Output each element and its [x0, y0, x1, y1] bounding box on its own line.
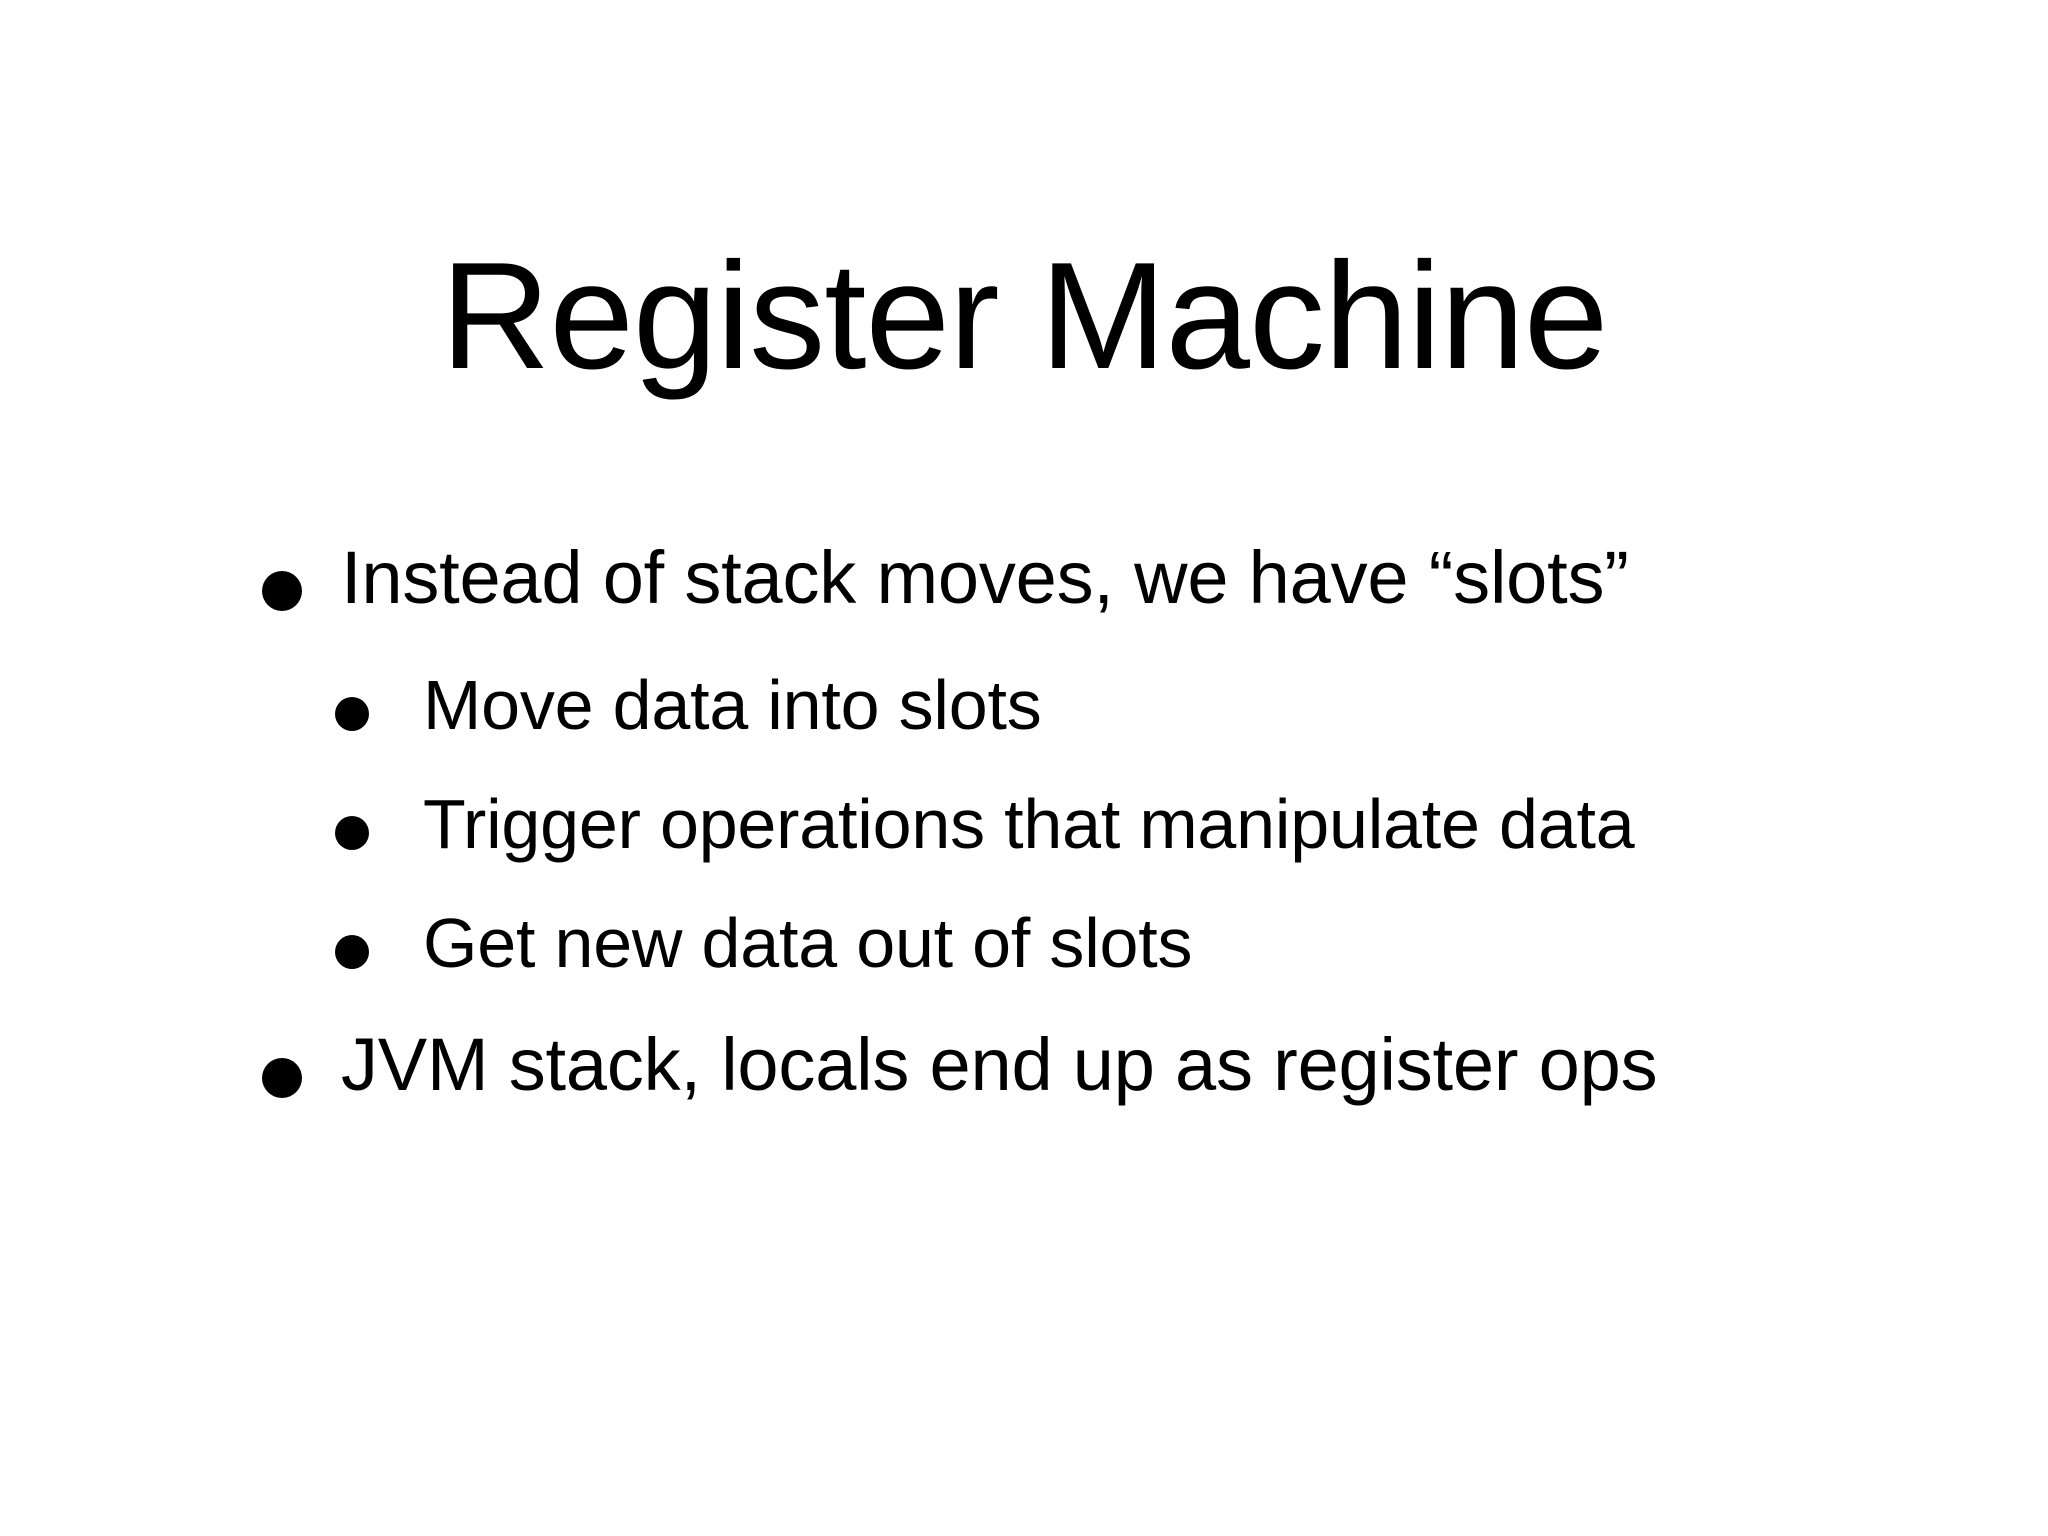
bullet-item-label: Move data into slots	[423, 665, 1042, 744]
bullet-item: Trigger operations that manipulate data	[0, 784, 2048, 865]
bullet-dot-icon	[335, 696, 369, 731]
bullet-dot-icon	[262, 1058, 302, 1099]
bullet-item-label: Trigger operations that manipulate data	[423, 785, 1635, 864]
bullet-item-label: JVM stack, locals end up as register ops	[341, 1023, 1658, 1107]
bullet-dot-icon	[262, 571, 302, 611]
bullet-item: Move data into slots	[0, 665, 2048, 746]
bullet-item-label: Instead of stack moves, we have “slots”	[341, 536, 1629, 619]
bullet-dot-icon	[335, 816, 369, 851]
slide-title: Register Machine	[440, 230, 1609, 401]
bullet-item-label: Get new data out of slots	[423, 904, 1193, 983]
bullet-dot-icon	[335, 935, 369, 970]
bullet-item: Instead of stack moves, we have “slots”	[0, 535, 2048, 621]
bullet-item: Get new data out of slots	[0, 903, 2048, 984]
bullet-list: Instead of stack moves, we have “slots” …	[0, 535, 2048, 1108]
bullet-item: JVM stack, locals end up as register ops	[0, 1022, 2048, 1108]
